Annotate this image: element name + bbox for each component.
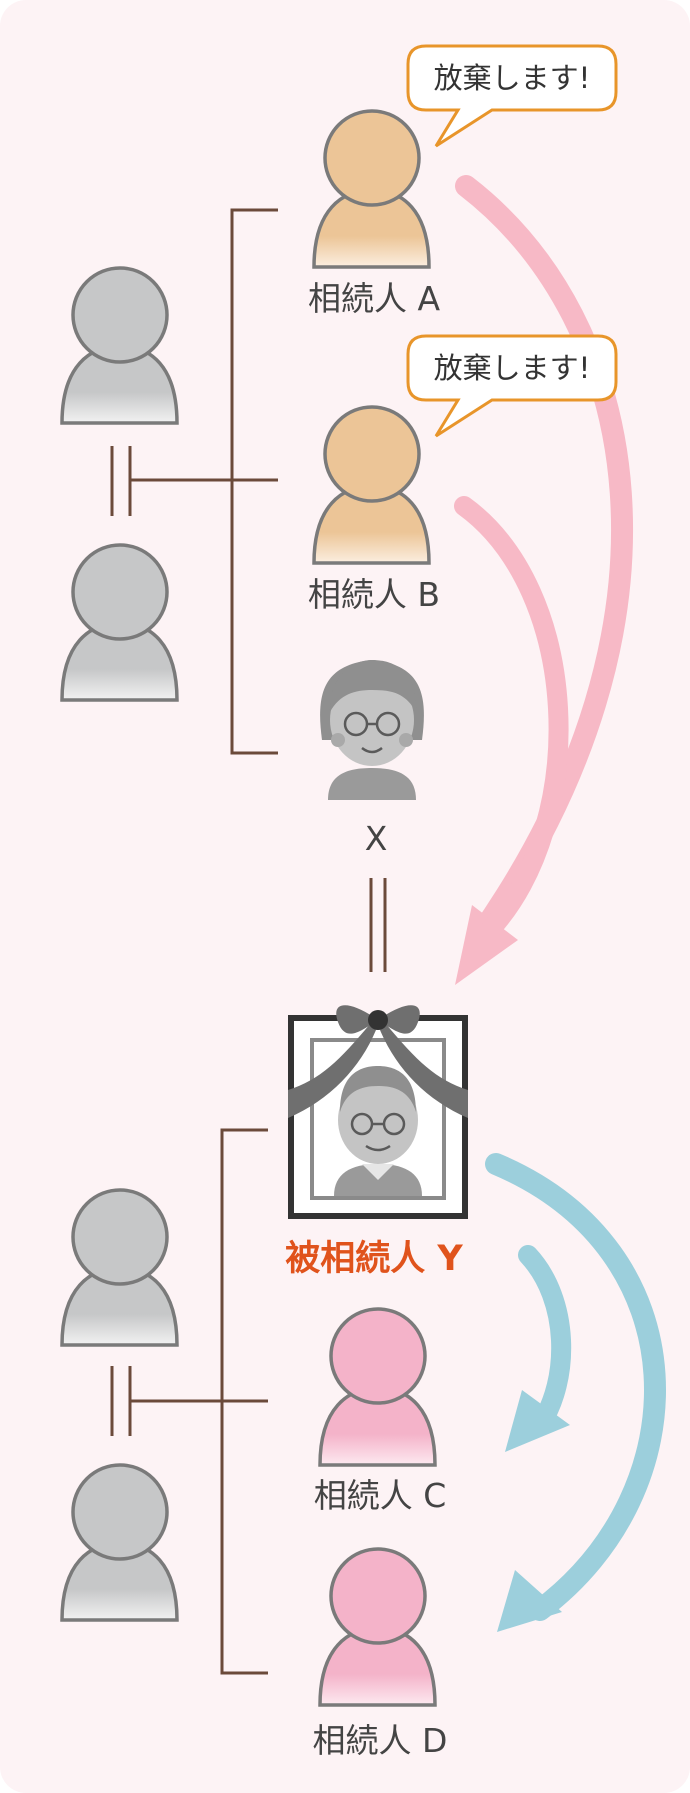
pink-arrow-from-b [454,496,569,940]
speech-bubble-b-text: 放棄します! [434,351,591,385]
speech-bubble-b: 放棄します! [406,334,618,438]
grandparent-top-1-icon [60,266,179,425]
heir-a-person-icon [312,109,431,269]
parent-bottom-1-icon [60,1188,179,1347]
heir-d-person-icon [318,1547,437,1707]
heir-c-person-icon [318,1307,437,1467]
family-tree-lines [110,208,387,1675]
heir-b-label: 相続人 B [308,575,440,614]
heir-b-person-icon [312,405,431,565]
speech-bubble-a-text: 放棄します! [434,61,591,95]
spouse-x-label: X [365,819,388,858]
speech-bubble-a: 放棄します! [406,44,618,148]
deceased-y-label: 被相続人 Y [285,1239,463,1279]
deceased-y-portrait-frame [288,1005,468,1219]
spouse-x-grandmother-icon [320,660,424,800]
heir-c-label: 相続人 C [314,1476,447,1515]
heir-d-label: 相続人 D [313,1721,448,1760]
parent-bottom-2-icon [60,1463,179,1622]
grandparent-top-2-icon [60,543,179,702]
heir-a-label: 相続人 A [308,279,440,318]
blue-arrow-to-c [505,1245,572,1452]
blue-arrow-to-d [485,1153,666,1632]
